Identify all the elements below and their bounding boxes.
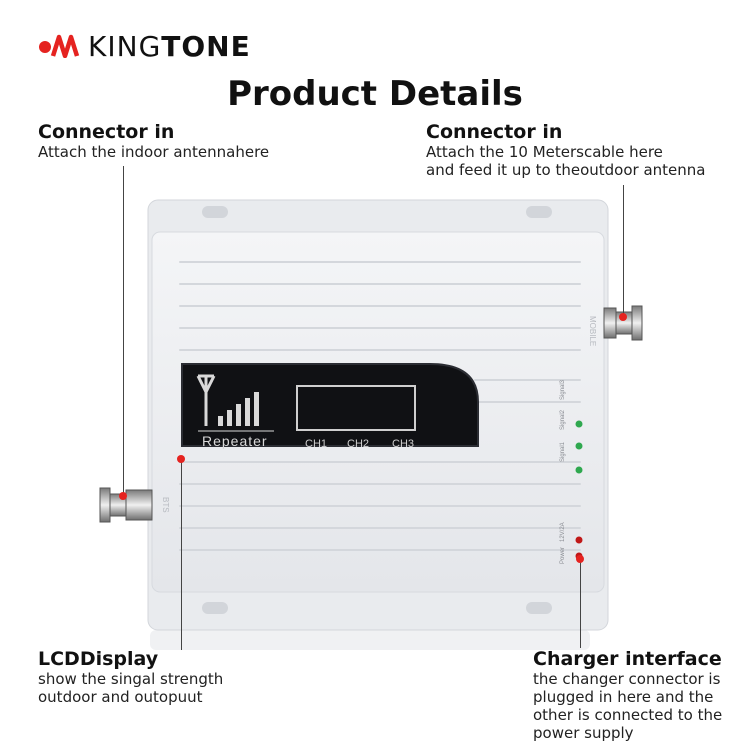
leader-connector-left — [123, 166, 124, 496]
callout-desc-line: plugged in here and the — [533, 688, 714, 706]
connector-left — [99, 487, 153, 523]
channel-label-1: CH1 — [305, 438, 327, 450]
callout-desc-line: outdoor and outopuut — [38, 688, 203, 706]
signal-label-3: Signal3 — [560, 379, 566, 400]
leader-dot-lcd — [177, 455, 185, 463]
channel-label-2: CH2 — [347, 438, 369, 450]
leader-dot-connector-left — [119, 492, 127, 500]
signal2-led — [575, 442, 583, 450]
callout-heading: LCDDisplay — [38, 648, 159, 670]
power-spec: 12V/2A — [560, 522, 566, 542]
callout-desc-line: show the singal strength — [38, 670, 224, 688]
callout-desc-line: and feed it up to theoutdoor antenna — [426, 161, 706, 179]
signal-leds: Signal3 Signal2 Signal1 — [560, 379, 583, 474]
antenna-icon — [196, 374, 216, 426]
brand-logo: KINGTONE — [38, 30, 251, 63]
brand-name: KINGTONE — [88, 30, 251, 63]
power-label: Power — [560, 547, 566, 564]
power-led-1 — [575, 536, 583, 544]
callout-desc-line: other is connected to the — [533, 706, 723, 724]
signal3-led — [575, 420, 583, 428]
mount-hole-top-right — [526, 206, 552, 218]
callout-desc-line: Attach the 10 Meterscable here — [426, 143, 663, 161]
channel-label-3: CH3 — [392, 438, 414, 450]
cooling-fins — [179, 261, 581, 551]
callout-desc: Attach the indoor antennahere — [38, 143, 270, 161]
kingtone-logo-icon — [39, 34, 80, 58]
lcd-window — [296, 385, 416, 431]
mount-hole-bottom-right — [526, 602, 552, 614]
leader-charger — [580, 560, 581, 648]
brand-name-bold: TONE — [161, 29, 251, 63]
callout-desc-line: power supply — [533, 724, 634, 742]
leader-lcd — [181, 460, 182, 650]
callout-charger: Charger interface the changer connector … — [533, 648, 722, 742]
callout-connector-right: Connector in Attach the 10 Meterscable h… — [426, 121, 705, 179]
callout-heading: Connector in — [426, 121, 563, 143]
signal-bars-icon — [218, 392, 259, 426]
callout-desc-line: the changer connector is — [533, 670, 721, 688]
mount-hole-bottom-left — [202, 602, 228, 614]
callout-connector-left: Connector in Attach the indoor antennahe… — [38, 121, 269, 161]
device-reflection — [150, 630, 590, 650]
leader-dot-charger — [576, 555, 584, 563]
callout-lcd: LCDDisplay show the singal strength outd… — [38, 648, 223, 706]
port-right-label: MOBILE — [588, 316, 597, 346]
callout-heading: Charger interface — [533, 648, 722, 670]
leader-connector-right — [623, 185, 624, 317]
port-left-label: BTS — [161, 497, 170, 513]
mount-hole-top-left — [202, 206, 228, 218]
brand-name-light: KING — [88, 29, 162, 63]
page-title: Product Details — [227, 74, 523, 114]
panel-label: Repeater — [202, 433, 268, 449]
leader-dot-connector-right — [619, 313, 627, 321]
repeater-device: Repeater CH1 CH2 CH3 Signal3 Signal2 Sig… — [99, 199, 643, 650]
signal-label-1: Signal1 — [560, 441, 566, 462]
callout-heading: Connector in — [38, 121, 175, 143]
signal-label-2: Signal2 — [560, 409, 566, 430]
signal1-led — [575, 466, 583, 474]
